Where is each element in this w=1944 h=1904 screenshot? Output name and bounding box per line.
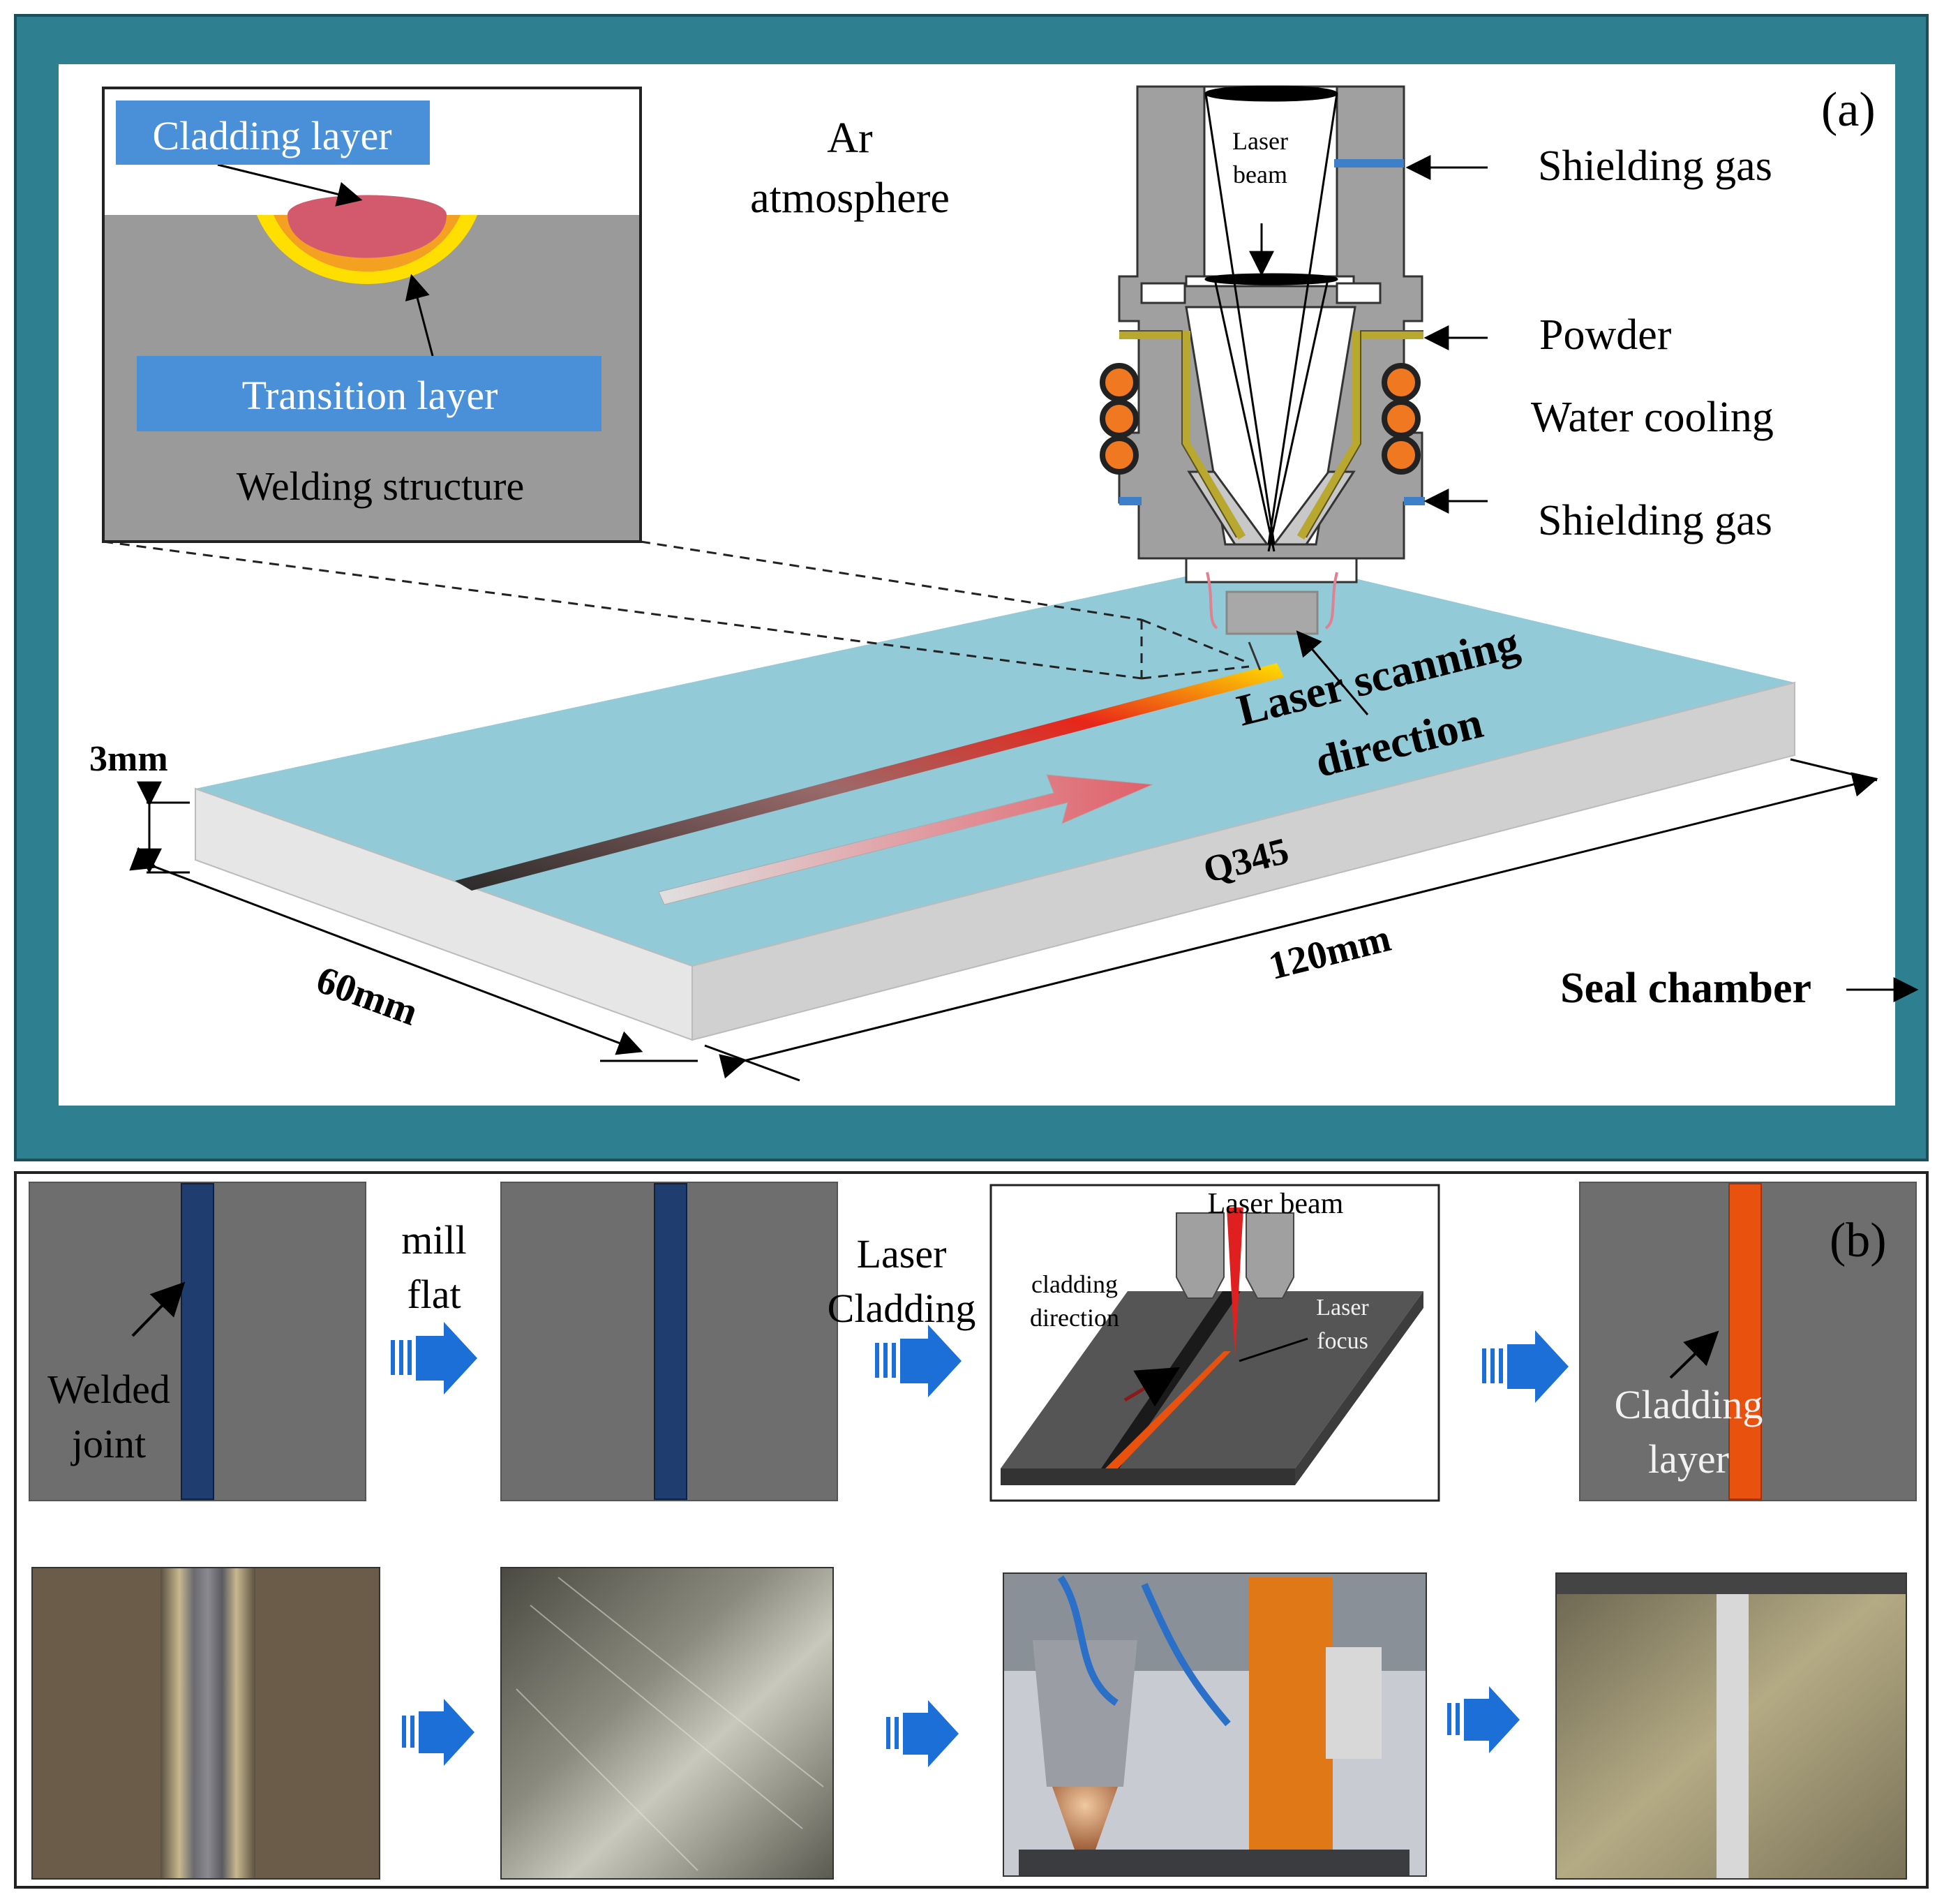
laser-beam-cone bbox=[1204, 85, 1338, 552]
cladding-direction-line2: direction bbox=[1030, 1304, 1119, 1332]
mill-flat-line1: mill bbox=[401, 1217, 466, 1263]
thickness-label: 3mm bbox=[89, 739, 168, 779]
shielding-gas-port-left bbox=[1119, 497, 1142, 505]
laser-focus-line1: Laser bbox=[1316, 1295, 1369, 1321]
photo-welded-joint bbox=[31, 1567, 380, 1880]
arrow-right-icon bbox=[402, 1699, 474, 1766]
arrow-right-icon bbox=[886, 1700, 959, 1767]
cladding-layer-line2: layer bbox=[1648, 1436, 1729, 1482]
welded-joint-line2: joint bbox=[70, 1421, 146, 1466]
water-cooling-coils bbox=[1100, 363, 1421, 475]
shielding-gas-top-label: Shielding gas bbox=[1538, 142, 1772, 190]
shielding-gas-bottom-label: Shielding gas bbox=[1538, 497, 1772, 544]
process-arrows bbox=[391, 1322, 1569, 1767]
atmosphere-line1: Ar bbox=[827, 114, 873, 162]
photo-laser-cladding-robot bbox=[1003, 1572, 1427, 1877]
laser-beam-line1: Laser bbox=[1232, 127, 1288, 155]
laser-beam-line2: beam bbox=[1233, 161, 1287, 188]
panel-a bbox=[14, 14, 1929, 1161]
inset-caption: Welding structure bbox=[237, 463, 525, 509]
step-welded-joint-schematic bbox=[29, 1182, 366, 1501]
plume bbox=[1206, 572, 1338, 630]
shielding-gas-port-right bbox=[1404, 497, 1425, 505]
powder-tube-outline bbox=[1119, 330, 1423, 538]
atmosphere-line2: atmosphere bbox=[750, 174, 950, 222]
inset-laser-beam-label: Laser beam bbox=[1208, 1188, 1344, 1220]
transition-layer-label-box bbox=[137, 356, 601, 431]
panel-a-label: (a) bbox=[1821, 83, 1876, 137]
powder-tubes bbox=[1119, 331, 1423, 540]
mill-flat-line2: flat bbox=[407, 1272, 461, 1317]
dimension-lines bbox=[129, 758, 1919, 1082]
seal-chamber-label: Seal chamber bbox=[1560, 965, 1811, 1012]
powder-label: Powder bbox=[1539, 311, 1672, 359]
arrow-right-icon bbox=[875, 1325, 962, 1397]
panel-b bbox=[14, 1171, 1929, 1889]
photo-cladding-result bbox=[1555, 1572, 1907, 1880]
welding-structure-inset bbox=[102, 87, 642, 543]
laser-head-callouts bbox=[1296, 155, 1488, 715]
inset-cladding-label: Cladding layer bbox=[152, 113, 391, 158]
step-milled-schematic bbox=[500, 1182, 838, 1501]
arrow-right-icon bbox=[1447, 1686, 1520, 1753]
laser-cladding-line1: Laser bbox=[857, 1231, 947, 1277]
inset-transition-label: Transition layer bbox=[242, 373, 498, 418]
laser-focus-line2: focus bbox=[1317, 1328, 1368, 1354]
cladding-layer-line1: Cladding bbox=[1615, 1382, 1763, 1427]
inset-projection bbox=[103, 540, 1250, 680]
cladding-direction-line1: cladding bbox=[1031, 1270, 1118, 1298]
shielding-gas-port-top bbox=[1334, 159, 1404, 168]
arrow-right-icon bbox=[1482, 1330, 1569, 1403]
arrow-right-icon bbox=[391, 1322, 477, 1394]
welded-joint-line1: Welded bbox=[47, 1367, 170, 1412]
water-cooling-label: Water cooling bbox=[1531, 394, 1774, 441]
step-laser-cladding-schematic bbox=[989, 1184, 1440, 1502]
laser-cladding-line2: Cladding bbox=[828, 1286, 976, 1331]
photo-milled-plate bbox=[500, 1567, 834, 1880]
cladding-layer-label-box bbox=[116, 101, 430, 165]
step-cladding-layer-schematic bbox=[1579, 1182, 1917, 1501]
panel-b-label: (b) bbox=[1830, 1214, 1887, 1267]
